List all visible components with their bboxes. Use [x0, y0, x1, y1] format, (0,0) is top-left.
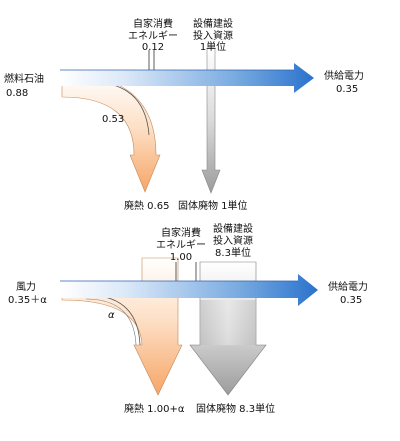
top-equip-value: 1単位 — [200, 40, 226, 53]
bottom-input-value: 0.35＋α — [8, 295, 47, 306]
bottom-equip-line2: 投入資源 — [213, 234, 253, 247]
top-self-value: 0.12 — [142, 42, 164, 53]
top-branch-value: 0.53 — [102, 114, 124, 125]
bottom-waste-label: 固体廃物 8.3単位 — [196, 402, 275, 415]
bottom-output-label: 供給電力 — [328, 280, 368, 293]
top-self-line1: 自家消費 — [133, 17, 173, 30]
bottom-power-arrow — [60, 274, 318, 306]
top-waste-label: 固体廃物 1単位 — [178, 199, 248, 212]
bottom-self-line2: エネルギー — [156, 239, 206, 251]
top-heat-arrow — [61, 73, 161, 193]
bottom-equip-line1: 設備建設 — [213, 222, 253, 235]
bottom-input-label: 風力 — [16, 280, 36, 293]
bottom-branch-line-inner — [85, 298, 137, 346]
top-equip-line2: 投入資源 — [193, 29, 233, 42]
bottom-branch-value: α — [108, 310, 115, 321]
top-waste-arrow — [201, 47, 221, 194]
top-self-line2: エネルギー — [128, 30, 178, 42]
top-input-value: 0.88 — [6, 88, 28, 99]
top-equip-line1: 設備建設 — [193, 17, 233, 30]
bottom-heat-arrow — [61, 257, 183, 396]
bottom-waste-arrow-shade — [200, 300, 256, 345]
top-input-label: 燃料石油 — [4, 72, 44, 85]
top-output-label: 供給電力 — [324, 69, 364, 82]
bottom-output-value: 0.35 — [340, 295, 362, 306]
bottom-self-value: 1.00 — [170, 252, 192, 263]
bottom-self-line1: 自家消費 — [161, 226, 201, 239]
top-output-value: 0.35 — [336, 84, 358, 95]
top-heat-label: 廃熱 0.65 — [124, 199, 169, 212]
bottom-diagram: 風力 0.35＋α α 自家消費 エネルギー 1.00 設備建設 投入資源 8.… — [8, 222, 368, 415]
top-diagram: 燃料石油 0.88 0.53 自家消費 エネルギー 0.12 設備建設 投入資源… — [4, 17, 364, 212]
bottom-heat-label: 廃熱 1.00+α — [124, 402, 185, 415]
top-power-arrow — [60, 63, 314, 93]
bottom-equip-value: 8.3単位 — [215, 246, 251, 259]
